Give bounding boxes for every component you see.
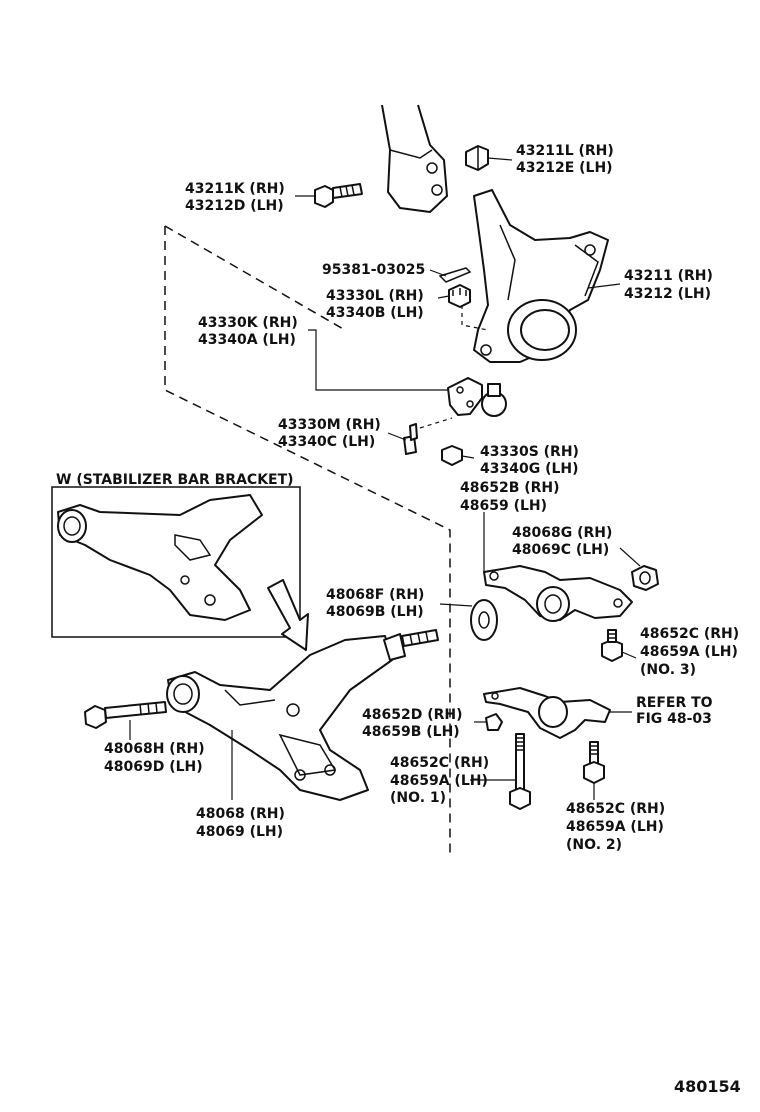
label-43211-line1: 43211 (RH) <box>624 268 713 284</box>
label-48652c3-line2: 48659A (LH) <box>640 644 738 660</box>
bracket-48652b-illustration <box>483 565 633 622</box>
castle-nut-illustration <box>448 284 471 308</box>
bolt-to-balljoint-dotted <box>419 417 453 429</box>
label-43330k-line2: 43340A (LH) <box>198 332 296 348</box>
label-48068h-line1: 48068H (RH) <box>104 741 205 757</box>
ball-joint-illustration <box>447 377 507 417</box>
nut-48652d-illustration <box>485 713 503 731</box>
label-43330m-line2: 43340C (LH) <box>278 434 375 450</box>
bracket-lower-illustration <box>483 687 611 739</box>
bolt-43330m-illustration <box>403 423 418 455</box>
nut-48068g-illustration <box>631 565 659 591</box>
bushing-48068f-illustration <box>470 599 498 641</box>
label-43211l-line1: 43211L (RH) <box>516 143 614 159</box>
label-43330l-line2: 43340B (LH) <box>326 305 424 321</box>
steering-knuckle-illustration <box>473 189 609 363</box>
inset-box <box>51 486 301 638</box>
cotter-pin-illustration <box>438 267 472 283</box>
label-48068f-line1: 48068F (RH) <box>326 587 424 603</box>
label-43330s-line2: 43340G (LH) <box>480 461 579 477</box>
label-43330s-line1: 43330S (RH) <box>480 444 579 460</box>
view-arrow-icon <box>267 579 309 651</box>
bolt-no2-illustration <box>583 741 605 784</box>
label-refer-line1: REFER TO <box>636 695 713 711</box>
label-48068h-line2: 48069D (LH) <box>104 759 203 775</box>
label-48652d-line1: 48652D (RH) <box>362 707 463 723</box>
arm-stud-illustration <box>383 629 439 661</box>
label-43330k-line1: 43330K (RH) <box>198 315 298 331</box>
label-48652d-line2: 48659B (LH) <box>362 724 460 740</box>
label-refer-line2: FIG 48-03 <box>636 711 712 727</box>
nut-to-knuckle-dotted <box>461 305 489 331</box>
label-48652c2-line1: 48652C (RH) <box>566 801 665 817</box>
label-48068g-line1: 48068G (RH) <box>512 525 612 541</box>
inset-title: W (STABILIZER BAR BRACKET) <box>56 472 294 488</box>
bolt-48068h-illustration <box>84 701 167 729</box>
label-48652c1-line1: 48652C (RH) <box>390 755 489 771</box>
label-48652c2-line3: (NO. 2) <box>566 837 622 853</box>
nut-43330s-illustration <box>441 445 463 466</box>
label-48068f-line2: 48069B (LH) <box>326 604 424 620</box>
label-43211l-line2: 43212E (LH) <box>516 160 613 176</box>
label-43330l-line1: 43330L (RH) <box>326 288 424 304</box>
label-48652b-line1: 48652B (RH) <box>460 480 560 496</box>
assembly-boundary-top <box>164 225 346 331</box>
strut-illustration <box>381 104 448 213</box>
label-48652c2-line2: 48659A (LH) <box>566 819 664 835</box>
bolt-no1-illustration <box>509 733 531 810</box>
label-48652c1-line2: 48659A (LH) <box>390 773 488 789</box>
diagram-id: 480154 <box>674 1077 741 1096</box>
label-48652b-line2: 48659 (LH) <box>460 498 547 514</box>
label-43211k-line1: 43211K (RH) <box>185 181 285 197</box>
label-43211k-line2: 43212D (LH) <box>185 198 284 214</box>
label-43330m-line1: 43330M (RH) <box>278 417 381 433</box>
leader-lines <box>129 157 641 800</box>
label-48652c3-line3: (NO. 3) <box>640 662 696 678</box>
bolt-no3-illustration <box>601 629 623 662</box>
label-48068g-line2: 48069C (LH) <box>512 542 609 558</box>
bolt-43211k-illustration <box>314 183 363 208</box>
assembly-boundary-line <box>164 226 451 855</box>
inset-arm-illustration <box>57 494 263 621</box>
label-48068-line1: 48068 (RH) <box>196 806 285 822</box>
lower-control-arm-illustration <box>166 635 393 801</box>
label-95381: 95381-03025 <box>322 262 425 278</box>
label-48652c1-line3: (NO. 1) <box>390 790 446 806</box>
label-48652c3-line1: 48652C (RH) <box>640 626 739 642</box>
label-48068-line2: 48069 (LH) <box>196 824 283 840</box>
label-43211-line2: 43212 (LH) <box>624 286 711 302</box>
nut-43211l-illustration <box>465 145 489 171</box>
